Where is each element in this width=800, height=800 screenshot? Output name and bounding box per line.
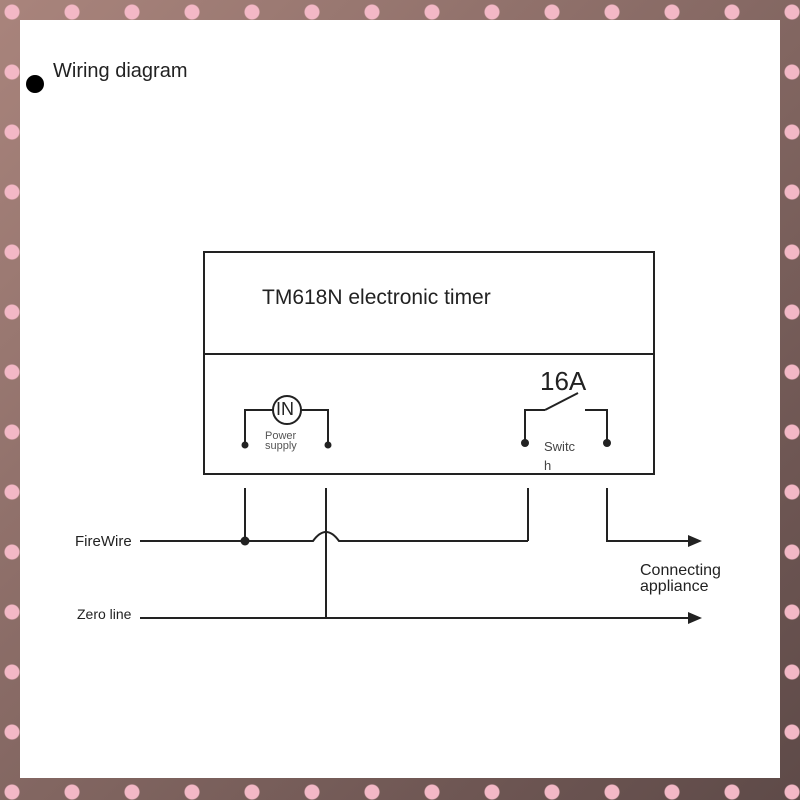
power-right-terminal — [324, 441, 332, 449]
power-right-lead — [301, 409, 329, 445]
bullet-dot — [26, 75, 44, 93]
appliance-label: Connecting appliance — [640, 562, 721, 595]
switch-label: Switc h — [544, 439, 576, 473]
firewire-label: FireWire — [75, 533, 132, 550]
appliance-arrow — [688, 535, 702, 547]
power-input-symbol — [241, 395, 332, 449]
in-symbol-label: IN — [276, 399, 294, 419]
switch-left-terminal — [521, 439, 529, 447]
page-title: Wiring diagram — [53, 60, 188, 82]
timer-body — [203, 251, 655, 475]
switch-right-terminal — [603, 439, 611, 447]
relay-switch-symbol — [521, 392, 611, 447]
rating-label: 16A — [540, 366, 587, 396]
power-left-terminal — [241, 441, 249, 449]
power-left-lead — [244, 409, 273, 445]
firewire-line — [140, 531, 528, 542]
switch-out-wire — [606, 488, 690, 542]
switch-left-lead — [524, 409, 545, 440]
timer-title: TM618N electronic timer — [262, 286, 491, 309]
zero-line-arrow — [688, 612, 702, 624]
switch-blade — [544, 392, 579, 411]
power-supply-label: Power supply — [265, 430, 297, 452]
zero-line-label: Zero line — [77, 606, 132, 622]
switch-right-lead — [585, 409, 608, 440]
